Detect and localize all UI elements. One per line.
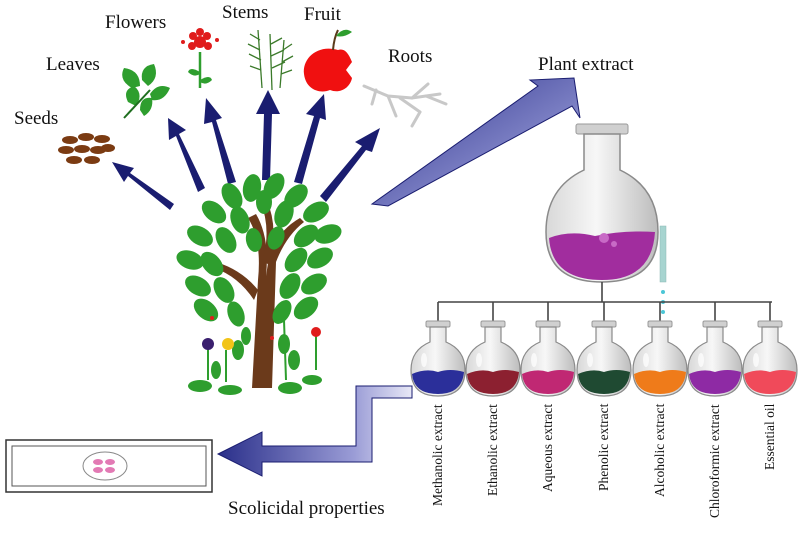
extract-label-2: Ethanolic extract — [485, 404, 500, 496]
extract-liquid-4 — [578, 370, 630, 394]
extract-label-5: Alcoholic extract — [652, 403, 667, 497]
label-leaves: Leaves — [46, 54, 100, 75]
extract-flasks — [410, 320, 798, 397]
extract-label-4: Phenolic extract — [596, 403, 611, 491]
seeds-icon — [58, 133, 115, 164]
extract-label-7: Essential oil — [762, 403, 777, 470]
extract-liquid-3 — [522, 370, 574, 394]
extract-flask-4 — [576, 320, 632, 397]
extract-flask-3 — [520, 320, 576, 397]
label-seeds: Seeds — [14, 108, 59, 129]
scolex-icon — [93, 459, 115, 473]
main-flask — [545, 123, 667, 314]
arrow-to-stems — [256, 90, 280, 180]
extract-liquid-5 — [634, 370, 686, 394]
arrow-to-leaves — [168, 118, 205, 192]
extract-label-1: Methanolic extract — [430, 404, 445, 506]
label-flowers: Flowers — [105, 12, 167, 33]
extract-flask-7 — [742, 320, 798, 397]
part-arrows — [112, 90, 380, 210]
arrow-to-seeds — [112, 162, 174, 210]
extract-label-3: Aqueous extract — [540, 403, 555, 492]
extract-flask-1 — [410, 320, 466, 397]
roots-icon — [362, 82, 448, 128]
extract-flask-2 — [465, 320, 521, 397]
label-plant-extract: Plant extract — [538, 54, 634, 75]
label-stems: Stems — [222, 2, 269, 23]
extract-liquid-6 — [689, 370, 741, 394]
label-roots: Roots — [388, 46, 433, 67]
extract-flask-5 — [632, 320, 688, 397]
arrow-to-fruit — [294, 94, 326, 184]
arrow-to-flowers — [204, 98, 236, 184]
microscope-slide — [5, 439, 213, 493]
label-fruit: Fruit — [304, 4, 341, 25]
flowers-icon — [181, 28, 219, 88]
flask-connectors — [437, 282, 772, 322]
extract-label-6: Chloroformic extract — [707, 404, 722, 518]
extract-liquid-1 — [412, 370, 464, 394]
extract-liquid-2 — [467, 370, 519, 394]
label-scolicidal-properties: Scolicidal properties — [228, 498, 385, 519]
arrow-to-roots — [320, 128, 380, 202]
fruit-icon — [303, 29, 352, 92]
arrow-to-plant-extract — [370, 77, 581, 207]
extract-liquid-7 — [744, 370, 796, 394]
leaves-icon — [122, 64, 170, 119]
tree-illustration — [176, 173, 342, 395]
arrow-to-scolicidal — [216, 385, 413, 477]
stems-icon — [247, 29, 294, 91]
extract-flask-6 — [687, 320, 743, 397]
